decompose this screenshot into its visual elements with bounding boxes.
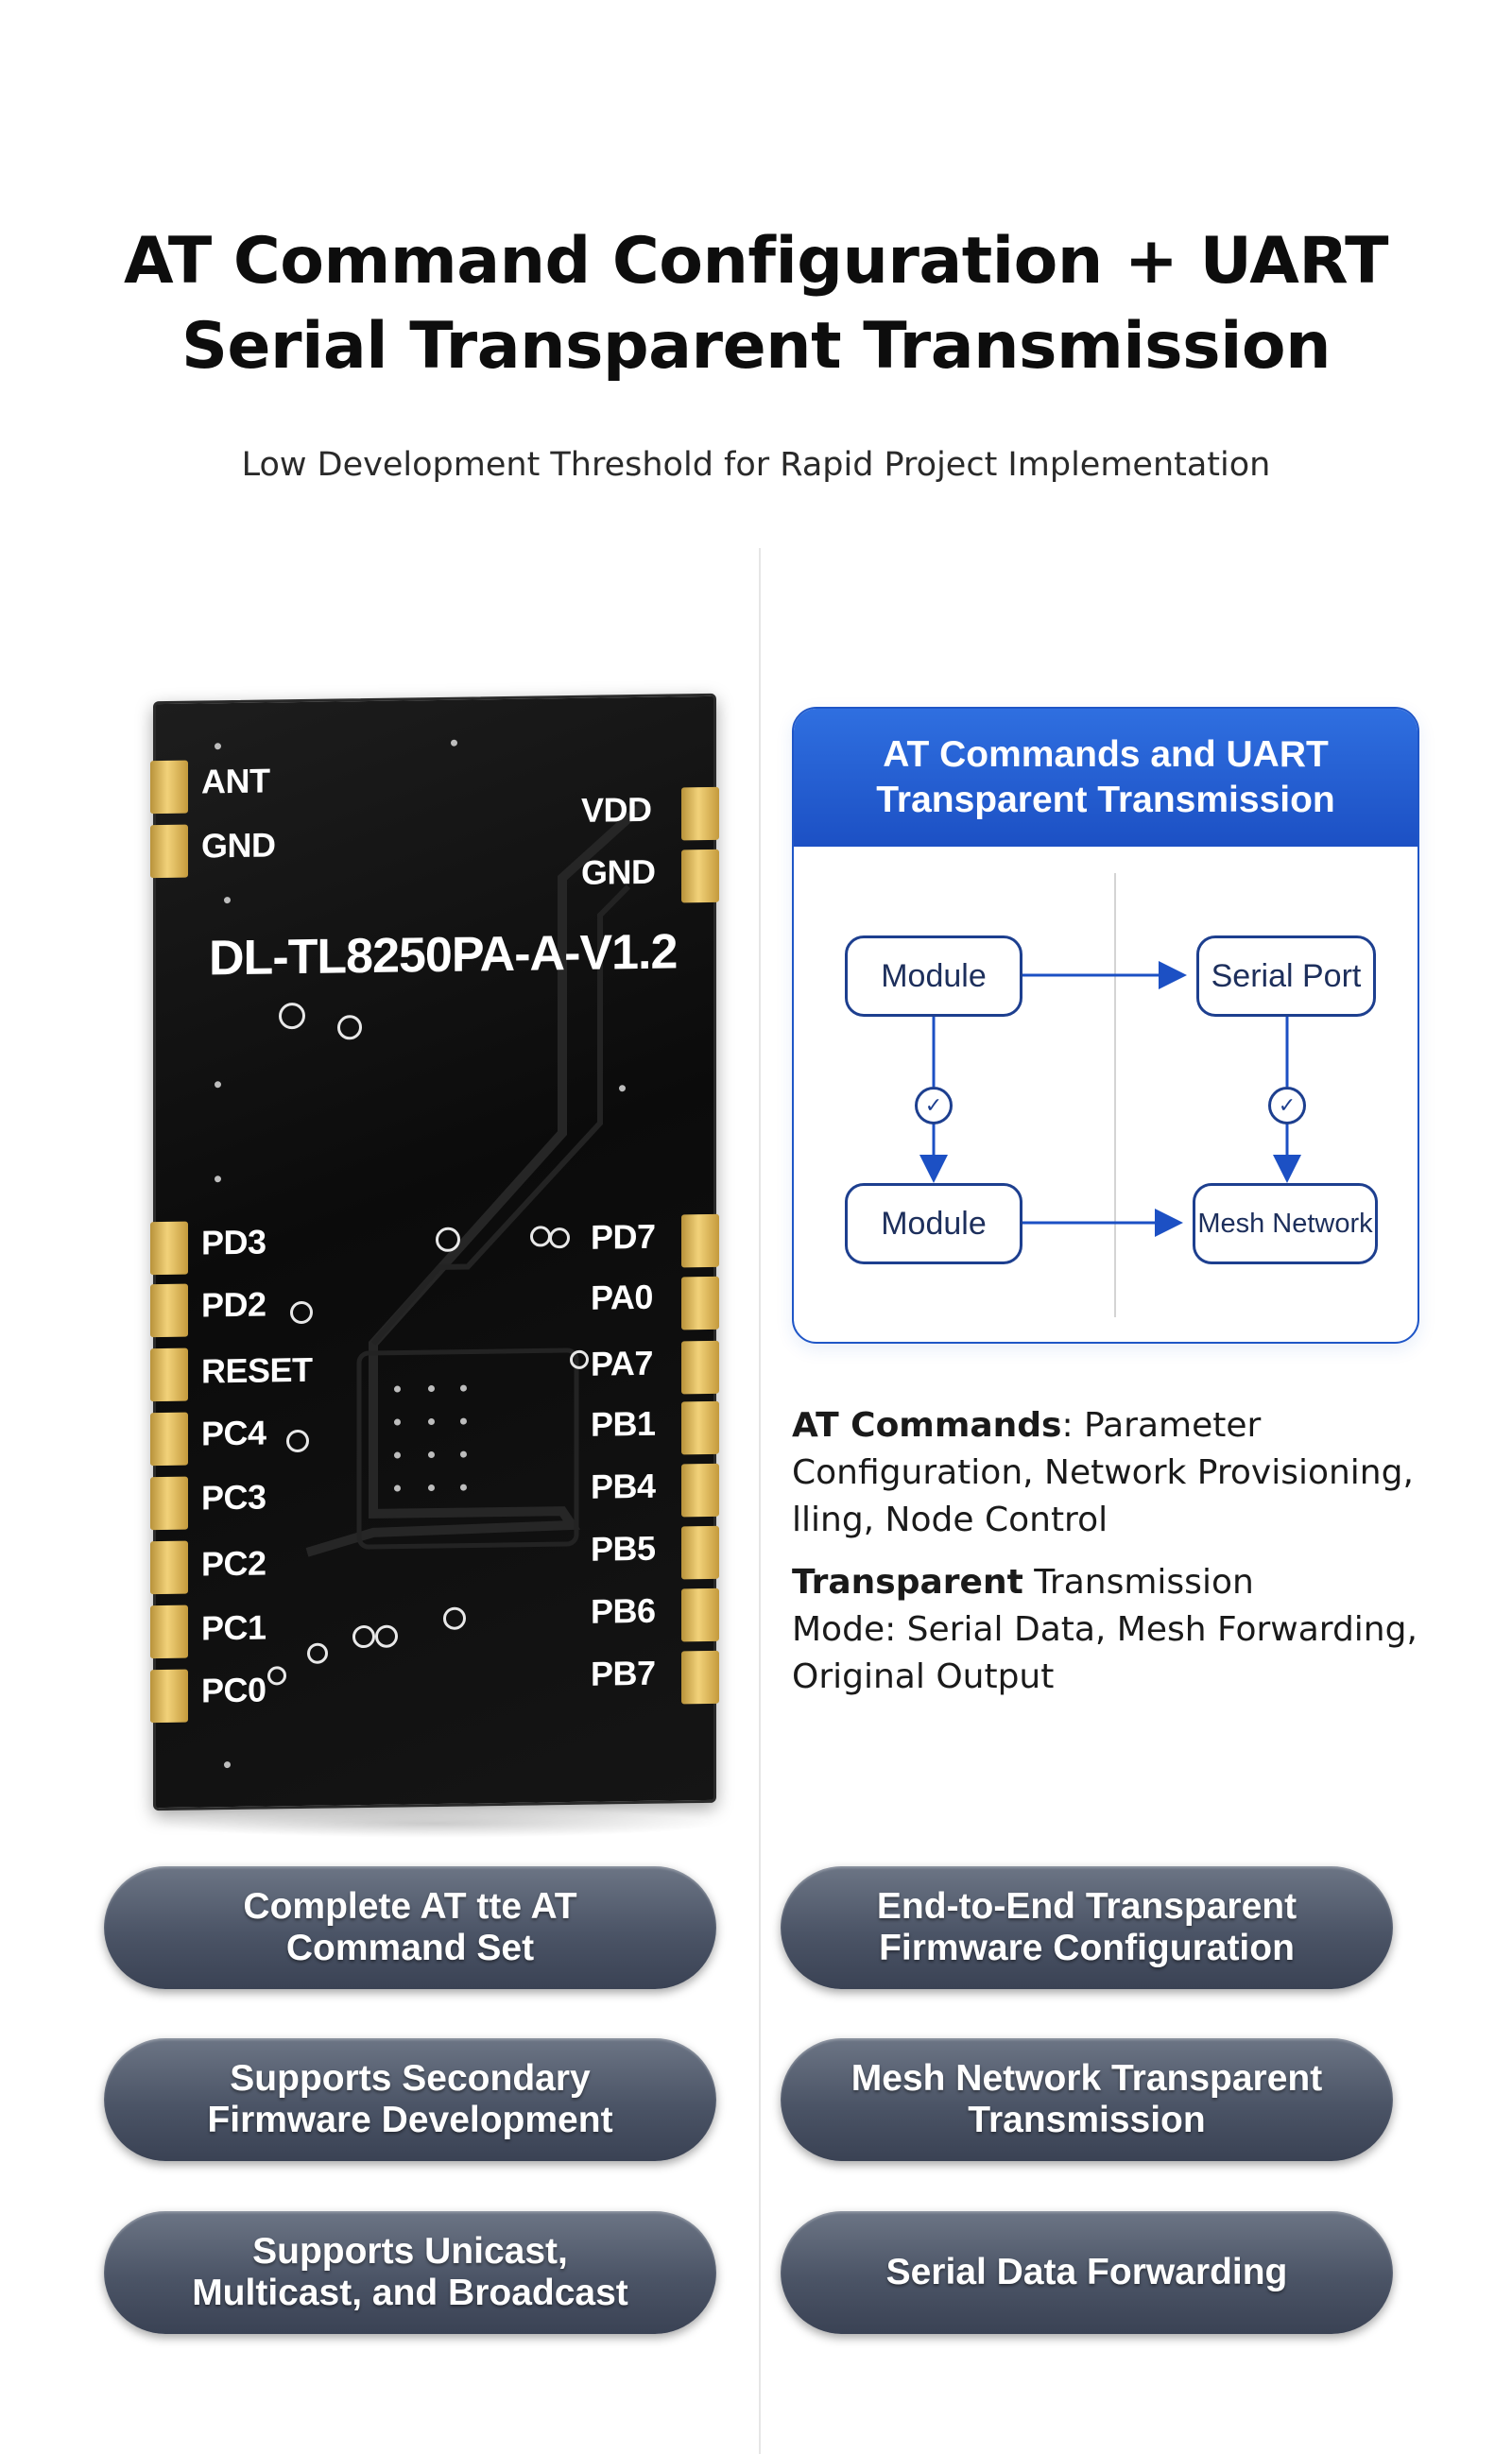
check-circle-icon: ✓ <box>1268 1087 1306 1124</box>
pad-pb4 <box>681 1463 719 1518</box>
pad-pb5 <box>681 1525 719 1580</box>
page-subtitle: Low Development Threshold for Rapid Proj… <box>241 446 1271 484</box>
at-commands-text-2: Configuration, Network Provisioning, <box>792 1453 1414 1492</box>
pad-pb7 <box>681 1650 719 1705</box>
pin-label-right-2: PD7 <box>591 1216 656 1257</box>
pad-pc4 <box>150 1412 188 1467</box>
feature-2-line-1: End-to-End Transparent <box>876 1886 1297 1927</box>
pin-label-left-8: PC1 <box>201 1607 266 1648</box>
at-commands-description: AT Commands: Parameter Configuration, Ne… <box>792 1402 1453 1544</box>
transparent-text-2: Mode: Serial Data, Mesh Forwarding, <box>792 1610 1418 1649</box>
title-line-1: AT Command Configuration + UART <box>123 224 1389 299</box>
pad-pa0 <box>681 1276 719 1330</box>
board-traces <box>305 798 651 1557</box>
feature-4-line-1: Mesh Network Transparent <box>850 2058 1323 2099</box>
node-serial-port: Serial Port <box>1196 935 1376 1017</box>
pad-pa7 <box>681 1340 719 1395</box>
pin-label-left-3: PD2 <box>201 1284 266 1325</box>
pad-gnd-right <box>681 849 719 903</box>
pin-label-left-2: PD3 <box>201 1222 266 1262</box>
pad-pd3 <box>150 1221 188 1276</box>
node-module-bottom: Module <box>845 1183 1022 1264</box>
pad-pb6 <box>681 1587 719 1642</box>
center-divider <box>759 548 761 2454</box>
module-board-image: ANT GND PD3 PD2 RESET PC4 PC3 PC2 PC1 PC… <box>142 680 728 1838</box>
pad-pc0 <box>150 1669 188 1724</box>
feature-unicast-multicast-broadcast: Supports Unicast,Multicast, and Broadcas… <box>104 2211 716 2334</box>
transparent-mode-description: Transparent Transmission Mode: Serial Da… <box>792 1559 1453 1701</box>
diagram-title-line-1: AT Commands and UART <box>883 734 1329 775</box>
transmission-diagram-card: AT Commands and UART Transparent Transmi… <box>792 707 1419 1344</box>
feature-serial-data-forwarding: Serial Data Forwarding <box>781 2211 1393 2334</box>
diagram-title-line-2: Transparent Transmission <box>876 780 1335 820</box>
pcb-dot <box>460 1384 467 1392</box>
pin-label-left-0: ANT <box>201 761 270 801</box>
pcb-dot <box>394 1484 401 1492</box>
diagram-title: AT Commands and UART Transparent Transmi… <box>794 709 1418 847</box>
pad-pb1 <box>681 1400 719 1455</box>
pin-label-left-7: PC2 <box>201 1543 266 1584</box>
pin-label-right-5: PB1 <box>591 1403 656 1444</box>
feature-4-line-2: Transmission <box>968 2100 1206 2140</box>
feature-6-line-1: Serial Data Forwarding <box>885 2252 1288 2292</box>
transparent-text-3: Original Output <box>792 1657 1055 1696</box>
at-commands-text-3: lling, Node Control <box>792 1501 1108 1539</box>
pcb-dot <box>460 1450 467 1458</box>
board-shadow <box>151 1810 718 1838</box>
pin-label-left-5: PC4 <box>201 1413 266 1453</box>
feature-2-line-2: Firmware Configuration <box>879 1928 1295 1968</box>
feature-5-line-2: Multicast, and Broadcast <box>192 2273 628 2313</box>
pcb-dot <box>394 1418 401 1426</box>
pcb-dot <box>394 1385 401 1393</box>
pad-gnd-left <box>150 824 188 879</box>
pin-label-right-1: GND <box>581 851 656 892</box>
pcb-dot <box>451 739 457 746</box>
diagram-divider <box>1114 873 1116 1317</box>
pin-label-left-1: GND <box>201 825 276 866</box>
feature-5-line-1: Supports Unicast, <box>252 2231 568 2272</box>
page-title: AT Command Configuration + UART Serial T… <box>0 219 1512 389</box>
pin-label-right-3: PA0 <box>591 1277 653 1317</box>
node-module-top: Module <box>845 935 1022 1017</box>
pcb-board: ANT GND PD3 PD2 RESET PC4 PC3 PC2 PC1 PC… <box>150 693 719 1811</box>
pin-label-right-7: PB5 <box>591 1528 656 1569</box>
pin-label-left-6: PC3 <box>201 1477 266 1518</box>
pin-label-right-0: VDD <box>581 789 652 830</box>
pad-ant <box>150 760 188 815</box>
pad-pc3 <box>150 1476 188 1531</box>
at-commands-text-1: : Parameter <box>1061 1406 1262 1445</box>
pin-label-left-9: PC0 <box>201 1670 266 1710</box>
pin-label-right-4: PA7 <box>591 1343 653 1383</box>
at-commands-heading: AT Commands <box>792 1406 1062 1445</box>
pcb-dot <box>460 1417 467 1425</box>
pad-pc1 <box>150 1605 188 1659</box>
pad-vdd <box>681 786 719 841</box>
transparent-text-1: Transmission <box>1022 1563 1254 1602</box>
module-model-name: DL-TL8250PA-A-V1.2 <box>209 924 678 987</box>
pin-label-right-9: PB7 <box>591 1653 656 1693</box>
feature-1-line-2: Command Set <box>285 1928 535 1968</box>
pcb-dot <box>460 1484 467 1491</box>
pad-pd7 <box>681 1213 719 1268</box>
feature-3-line-2: Firmware Development <box>207 2100 613 2140</box>
pin-label-left-4: RESET <box>201 1349 313 1391</box>
node-mesh-network: Mesh Network <box>1193 1183 1378 1264</box>
pin-label-right-8: PB6 <box>591 1590 656 1631</box>
pad-pd2 <box>150 1283 188 1338</box>
pad-pc2 <box>150 1540 188 1595</box>
pcb-dot <box>619 1085 626 1092</box>
title-line-2: Serial Transparent Transmission <box>180 309 1332 384</box>
diagram-arrows <box>919 961 1301 1237</box>
pcb-dot <box>394 1451 401 1459</box>
feature-1-line-1: Complete AT tte AT <box>243 1886 577 1927</box>
pad-reset <box>150 1347 188 1402</box>
check-circle-icon: ✓ <box>915 1087 953 1124</box>
pin-label-right-6: PB4 <box>591 1466 656 1506</box>
transparent-heading: Transparent <box>792 1563 1023 1602</box>
feature-3-line-1: Supports Secondary <box>230 2058 591 2099</box>
